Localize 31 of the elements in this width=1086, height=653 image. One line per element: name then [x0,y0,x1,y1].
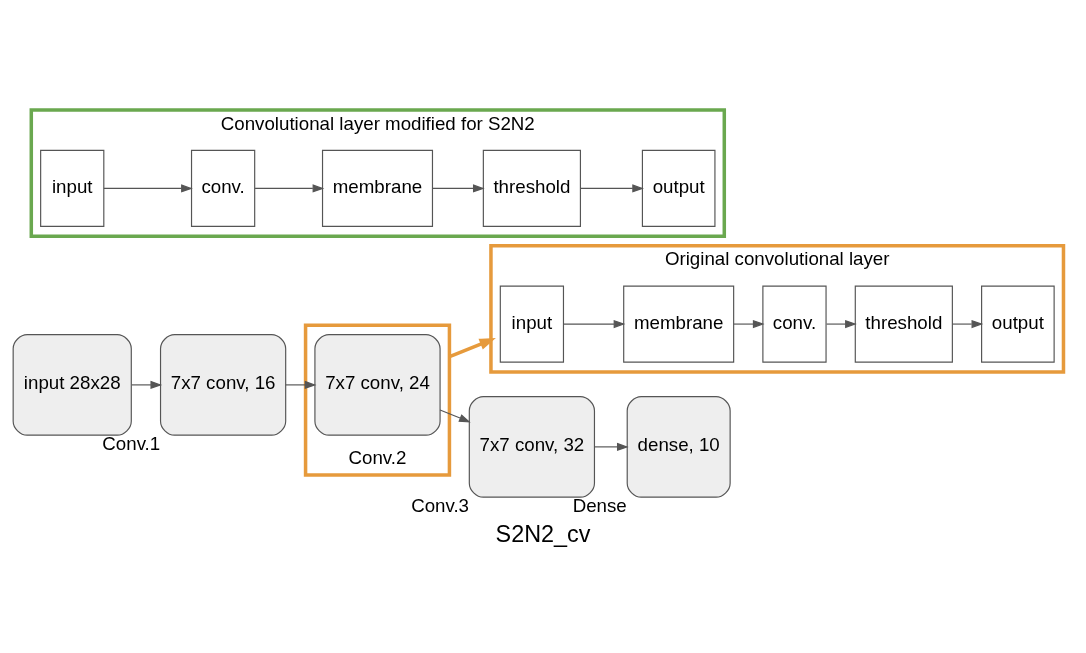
node-box: output [641,149,716,227]
node-box: 7x7 conv, 32 [468,395,596,498]
arrow [448,337,496,358]
node-box: threshold [854,284,953,363]
arrow [254,183,325,192]
node-box: conv. [190,149,256,227]
node-box: threshold [482,149,581,227]
arrow [951,319,984,328]
node-box: input 28x28 [12,333,132,436]
node-box: membrane [321,149,434,227]
arrow [733,319,765,328]
node-box: 7x7 conv, 16 [159,333,287,436]
arrow [103,183,193,192]
arrow [826,319,857,328]
node-box: conv. [762,284,827,363]
arrow [594,442,629,451]
arrow [563,319,626,328]
arrow [285,380,317,389]
node-label: Conv.2 [348,446,407,468]
caption: S2N2_cv [495,520,591,547]
node-box: input [40,149,105,227]
node-box: dense, 10 [626,395,731,498]
arrow [580,183,644,192]
arrow [439,408,471,422]
node-box: output [981,284,1055,363]
arrow [432,183,485,192]
arrow [131,380,163,389]
node-box: membrane [623,284,735,363]
node-box: input [499,284,565,363]
node-box: 7x7 conv, 24 [314,333,441,436]
node-label: Conv.3 [411,494,470,516]
